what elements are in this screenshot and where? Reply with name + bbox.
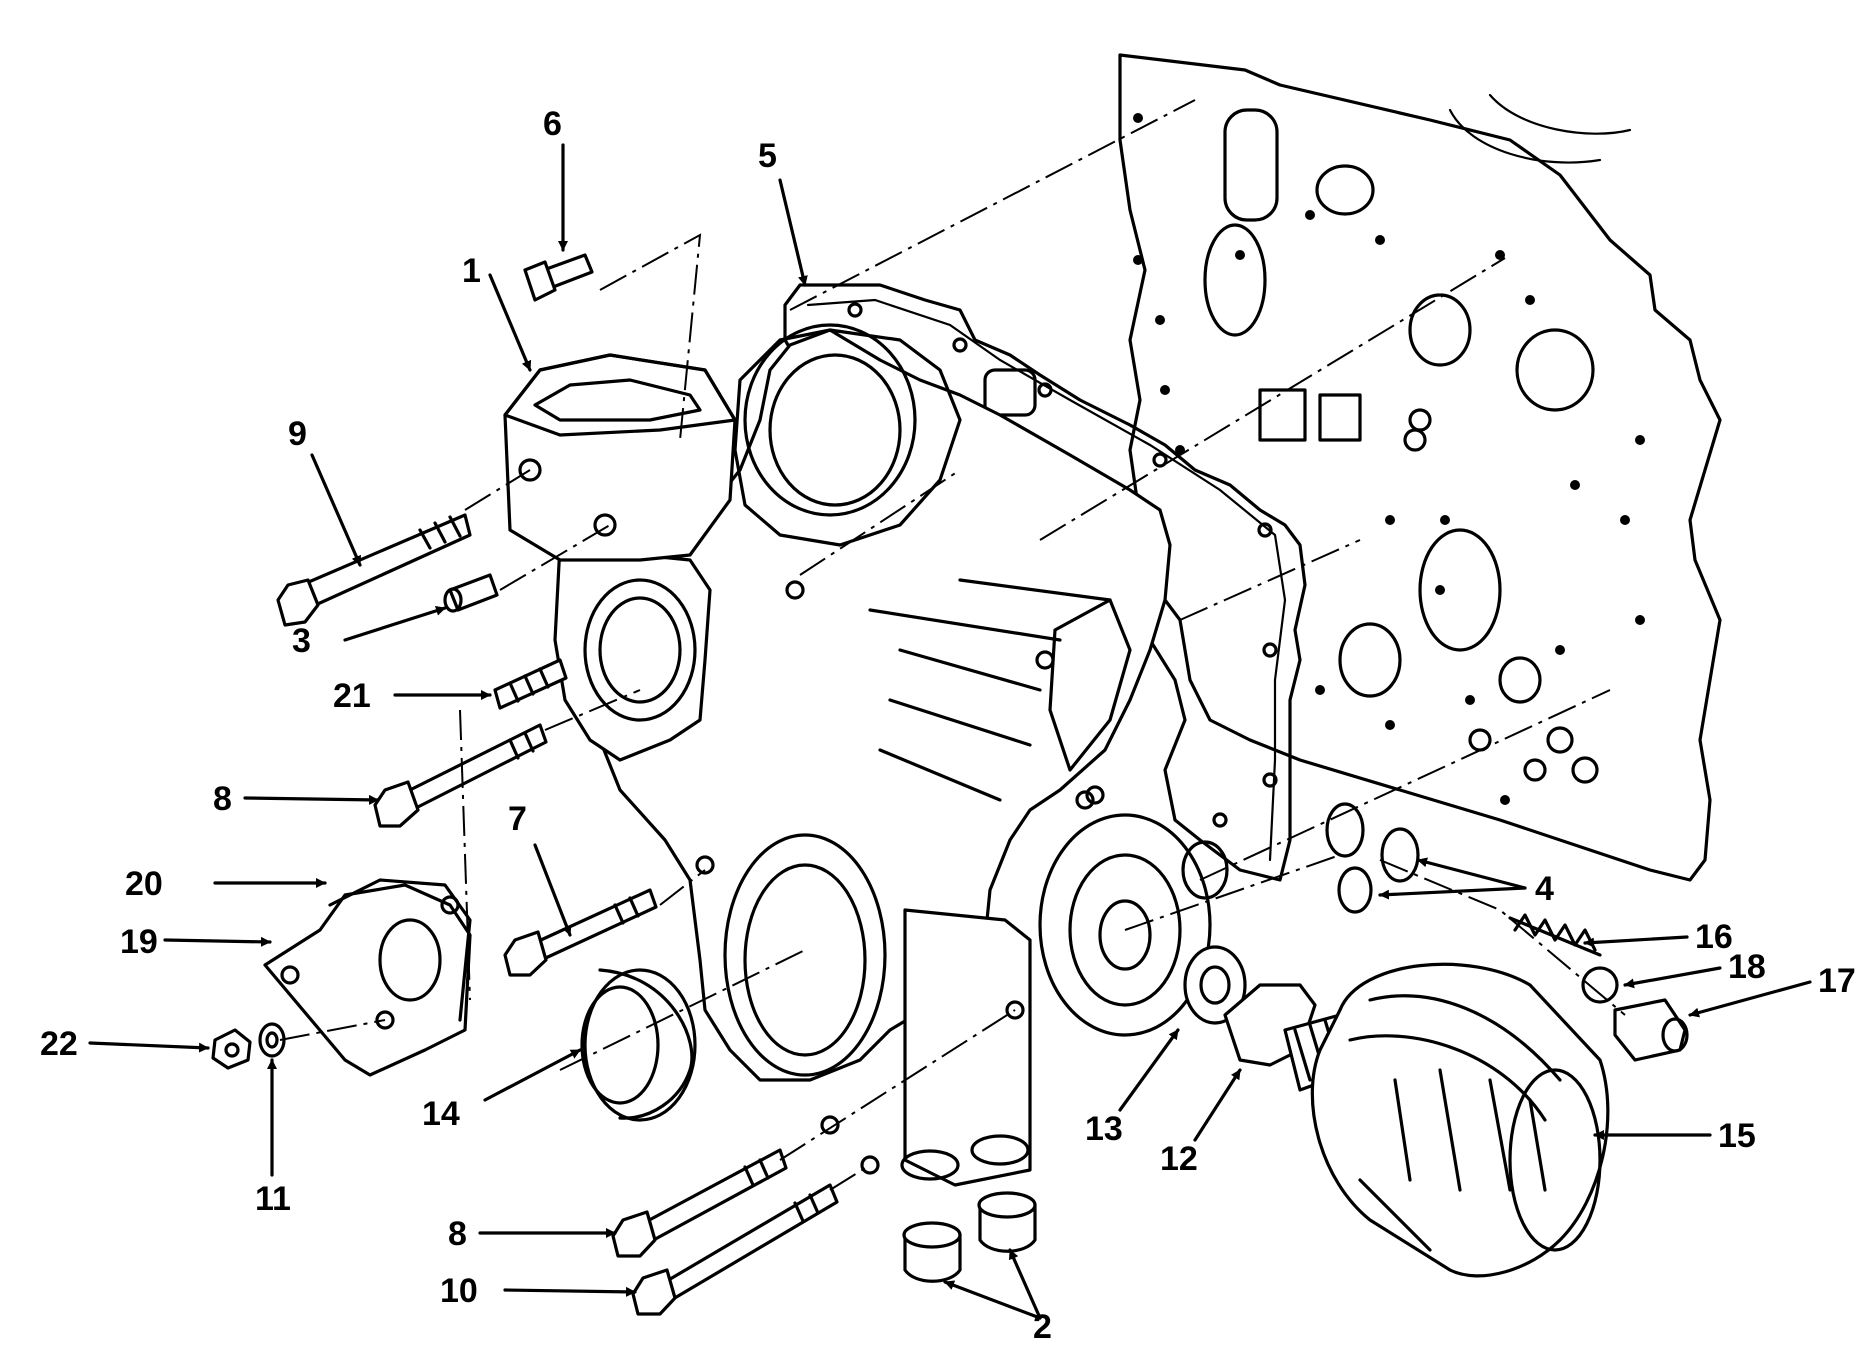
callout-2: 2	[1033, 1308, 1052, 1346]
callout-18: 18	[1728, 948, 1766, 986]
ball-part-18	[1581, 966, 1619, 1004]
callout-22: 22	[40, 1025, 78, 1063]
washer-part-13	[1183, 945, 1247, 1025]
housing-part-1	[503, 353, 737, 562]
bolt-part-7	[503, 888, 658, 977]
callout-4: 4	[1535, 870, 1554, 908]
nut-part-22	[211, 1028, 252, 1070]
callout-13: 13	[1085, 1110, 1123, 1148]
callout-labels: 1 2 3 4 5 6 7 8 8 9 10 11 12 13 14 15 16…	[40, 105, 1856, 1346]
callout-19: 19	[120, 923, 158, 961]
callout-16: 16	[1695, 918, 1733, 956]
callout-3: 3	[292, 622, 311, 660]
spring-part-16	[1508, 913, 1602, 957]
bolt-part-8-upper	[373, 723, 548, 828]
callout-14: 14	[422, 1095, 460, 1133]
callout-17: 17	[1818, 962, 1856, 1000]
callout-8a: 8	[213, 780, 232, 818]
engine-block	[1118, 53, 1722, 882]
callout-20: 20	[125, 865, 163, 903]
assembly-centerlines	[279, 99, 1626, 1191]
cover-left-flange	[553, 538, 712, 762]
plug-part-17	[1613, 998, 1689, 1062]
callout-21: 21	[333, 677, 371, 715]
stud-part-21	[493, 658, 568, 710]
pin-part-3	[443, 573, 499, 613]
bolt-part-6	[523, 253, 594, 302]
bolt-part-9	[276, 513, 472, 627]
oil-seal-part-14	[580, 968, 697, 1122]
leader-lines	[88, 143, 1812, 1320]
callout-11: 11	[255, 1180, 291, 1218]
callout-7: 7	[508, 800, 527, 838]
cover-plate-part-19-20	[263, 878, 472, 1077]
callout-6: 6	[543, 105, 562, 143]
washer-part-11	[258, 1022, 286, 1058]
callout-5: 5	[758, 137, 777, 175]
callout-8b: 8	[448, 1215, 467, 1253]
bolt-part-10	[631, 1183, 839, 1316]
callout-9: 9	[288, 415, 307, 453]
oil-filter-part-15	[1310, 962, 1610, 1278]
callout-10: 10	[440, 1272, 478, 1310]
o-rings-part-4	[1181, 802, 1420, 914]
callout-12: 12	[1160, 1140, 1198, 1178]
plug-part-2	[902, 1191, 1037, 1283]
callout-15: 15	[1718, 1117, 1756, 1155]
callout-1: 1	[462, 252, 481, 290]
